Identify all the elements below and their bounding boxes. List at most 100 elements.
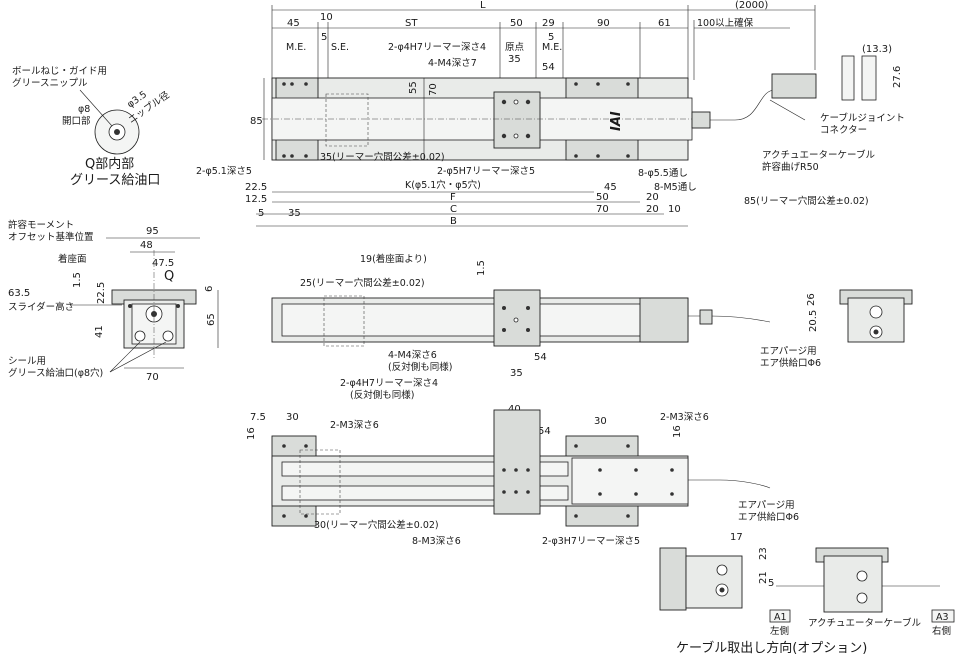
dim-50-bottom: 50	[596, 192, 609, 203]
label-act-cable-1: アクチュエーターケーブル	[762, 149, 875, 161]
dim-20-b: 20	[646, 204, 659, 215]
dim-63-5: 63.5	[8, 288, 30, 299]
q-detail-view: ボールねじ・ガイド用 グリースニップル φ8 開口部 φ3.5 ニップル径 Q部…	[12, 66, 172, 188]
side-view: 19(着座面より) 1.5 25(リーマー穴間公差±0.02) 4-M4深さ6 …	[271, 253, 771, 401]
label-a3-side: 右側	[932, 625, 951, 637]
label-air-opt-2: エア供給口Φ6	[738, 511, 799, 523]
label-me-left: M.E.	[286, 42, 306, 53]
label-reamer-35: 35(リーマー穴間公差±0.02)	[320, 151, 445, 163]
label-opening: 開口部	[62, 115, 91, 127]
dim-22-5-end: 22.5	[96, 282, 107, 304]
dim-35-top: 35	[508, 54, 521, 65]
label-air-1: エアパージ用	[760, 346, 817, 357]
label-act-cable-2: 許容曲げR50	[762, 161, 819, 173]
dim-5-opt: 5	[768, 578, 774, 589]
dim-26: 26	[806, 293, 817, 306]
label-m4-7: 4-M4深さ7	[428, 58, 477, 69]
dim-95: 95	[146, 226, 159, 237]
label-thru-m5: 8-M5通し	[654, 182, 697, 193]
dim-50: 50	[510, 18, 523, 29]
dim-13-3: (13.3)	[862, 44, 892, 55]
label-slider-height: スライダー高さ	[8, 301, 74, 313]
label-seal-1: シール用	[8, 356, 46, 367]
q-title-2: グリース給油口	[70, 173, 160, 188]
iai-logo: IAI	[609, 111, 624, 131]
dim-27-6: 27.6	[892, 66, 903, 88]
dim-48: 48	[140, 240, 153, 251]
dim-21: 21	[758, 571, 769, 584]
label-se: S.E.	[331, 42, 349, 53]
dim-16-a: 16	[246, 427, 257, 440]
dim-35-bottom: 35	[288, 208, 301, 219]
label-grease-ball-1: ボールねじ・ガイド用	[12, 66, 107, 77]
label-reamer-4: 2-φ4H7リーマー深さ4	[388, 42, 486, 53]
dim-7-5: 7.5	[250, 412, 266, 423]
dim-1-5-side: 1.5	[476, 260, 487, 276]
cable-option-view: 17 エアパージ用 エア供給口Φ6 23 21 5 A1 左側 A3 右側 アク…	[659, 500, 955, 656]
dim-23: 23	[758, 547, 769, 560]
label-me-right: M.E.	[542, 42, 562, 53]
dim-70-bottom: 70	[596, 204, 609, 215]
dim-100-min: 100以上確保	[697, 17, 754, 29]
dim-29: 29	[542, 18, 555, 29]
dim-ST: ST	[405, 18, 418, 29]
label-k: K(φ5.1穴・φ5穴)	[405, 179, 481, 191]
dim-47-5: 47.5	[152, 258, 174, 269]
dim-20-a: 20	[646, 192, 659, 203]
dim-L: L	[480, 0, 486, 11]
label-reamer-4-side-note: (反対側も同様)	[350, 389, 414, 401]
label-reamer-5: 2-φ5H7リーマー深さ5	[437, 166, 535, 177]
dim-45: 45	[287, 18, 300, 29]
label-air-opt-1: エアパージ用	[738, 500, 795, 511]
label-moment-2: オフセット基準位置	[8, 231, 94, 243]
dim-65: 65	[206, 313, 217, 326]
dim-70: 70	[428, 83, 439, 96]
label-a3: A3	[936, 612, 949, 623]
dim-30-a: 30	[286, 412, 299, 423]
label-phi8: φ8	[78, 104, 90, 115]
dim-5-right: 5	[548, 32, 554, 43]
dim-90: 90	[597, 18, 610, 29]
label-m4-6: 4-M4深さ6	[388, 350, 437, 361]
dim-61: 61	[658, 18, 671, 29]
label-moment-1: 許容モーメント	[8, 219, 74, 231]
dim-17: 17	[730, 532, 743, 543]
dim-22-5: 22.5	[245, 182, 267, 193]
label-cable-joint-2: コネクター	[820, 125, 867, 136]
dim-B: B	[450, 216, 457, 227]
label-phi51: 2-φ5.1深さ5	[196, 166, 252, 177]
label-19: 19(着座面より)	[360, 253, 427, 265]
label-cable-joint-1: ケーブルジョイント	[820, 112, 905, 124]
bottom-view: 7.5 30 16 2-M3深さ6 40 20 54 30 16 2-M3深さ6…	[246, 404, 771, 547]
cable-option-title: ケーブル取出し方向(オプション)	[676, 640, 867, 656]
dim-20-5: 20.5	[808, 310, 819, 332]
right-end-view: 26 20.5 エアパージ用 エア供給口Φ6	[760, 289, 913, 369]
dim-F: F	[450, 192, 456, 203]
label-reamer-25: 25(リーマー穴間公差±0.02)	[300, 277, 425, 289]
label-reamer-4-side: 2-φ4H7リーマー深さ4	[340, 378, 438, 389]
dim-30-b: 30	[594, 416, 607, 427]
dim-10-bottom: 10	[668, 204, 681, 215]
dim-C: C	[450, 204, 457, 215]
label-m3-6-b: 2-M3深さ6	[660, 412, 709, 423]
dim-16-b: 16	[672, 425, 683, 438]
label-reamer-85: 85(リーマー穴間公差±0.02)	[744, 195, 869, 207]
dim-6: 6	[204, 286, 215, 292]
label-q: Q	[164, 269, 174, 284]
label-seat: 着座面	[58, 253, 87, 265]
q-title-1: Q部内部	[85, 156, 134, 172]
dim-70-end: 70	[146, 372, 159, 383]
dim-35-side: 35	[510, 368, 523, 379]
label-m4-6-note: (反対側も同様)	[388, 361, 452, 373]
dim-1-5: 1.5	[72, 272, 83, 288]
dim-45-bottom: 45	[604, 182, 617, 193]
label-a1: A1	[774, 612, 787, 623]
dim-40: 40	[508, 404, 521, 415]
dim-85: 85	[250, 116, 263, 127]
dim-10: 10	[320, 12, 333, 23]
dim-54-top: 54	[542, 62, 555, 73]
dim-54-bottom: 54	[538, 426, 551, 437]
end-view: 許容モーメント オフセット基準位置 95 48 47.5 着座面 Q 63.5 …	[8, 219, 219, 383]
label-seal-2: グリース給油口(φ8穴)	[8, 367, 103, 379]
label-m3-6-a: 2-M3深さ6	[330, 420, 379, 431]
